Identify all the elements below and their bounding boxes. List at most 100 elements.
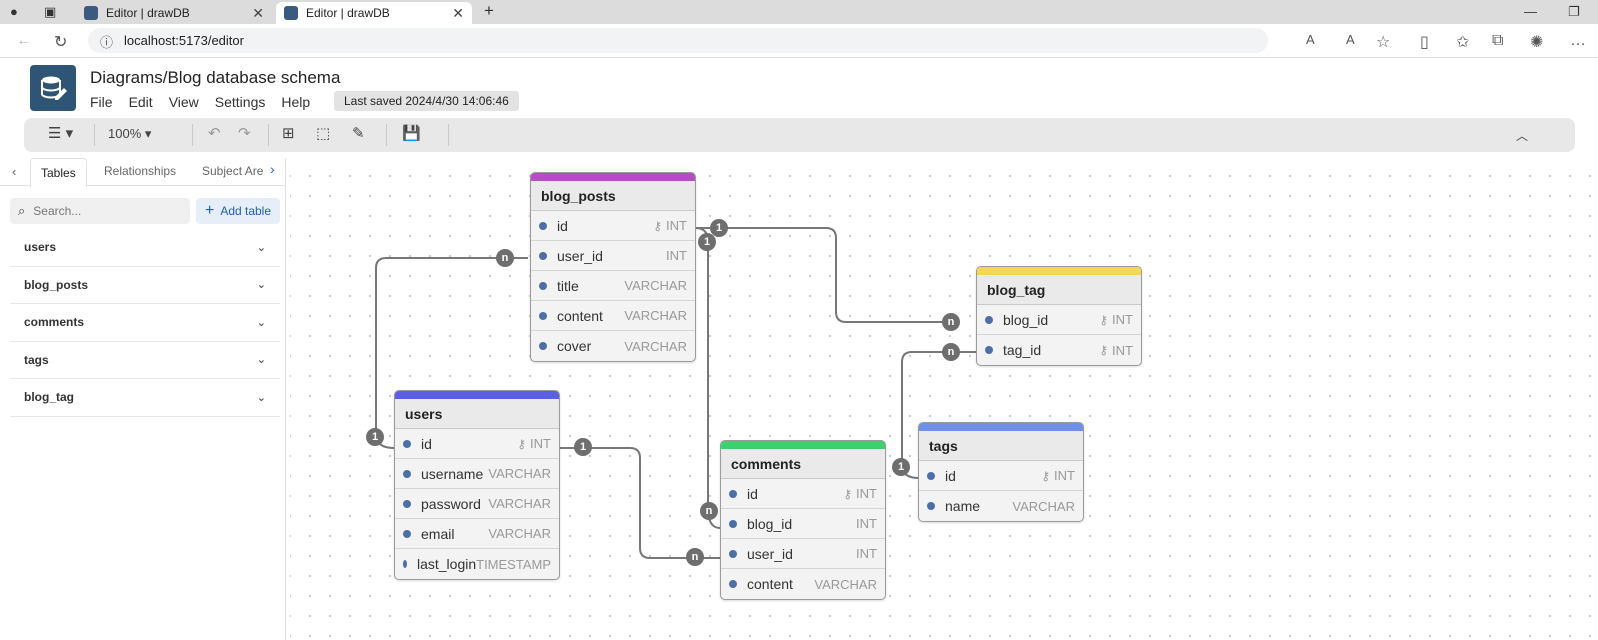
add-note-icon[interactable]: ✎ bbox=[352, 125, 365, 142]
field-handle[interactable] bbox=[403, 529, 411, 538]
search-input[interactable] bbox=[33, 204, 174, 218]
field-handle[interactable] bbox=[927, 471, 935, 480]
profile-icon[interactable]: ● bbox=[10, 4, 18, 19]
field-handle[interactable] bbox=[403, 499, 411, 508]
table-list-item[interactable]: blog_posts⌄ bbox=[10, 267, 280, 304]
refresh-icon[interactable]: ↻ bbox=[54, 34, 68, 51]
chevron-down-icon[interactable]: ⌄ bbox=[256, 316, 266, 329]
collapse-toolbar-icon[interactable]: ︿ bbox=[1516, 129, 1529, 143]
table-field[interactable]: id⚷INT bbox=[531, 211, 695, 241]
menu-file[interactable]: File bbox=[90, 94, 113, 110]
add-area-icon[interactable]: ⬚ bbox=[316, 125, 331, 142]
more-menu-icon[interactable]: … bbox=[1570, 32, 1586, 49]
field-handle[interactable] bbox=[729, 489, 737, 498]
table-search[interactable]: ⌕ bbox=[10, 198, 190, 224]
table-name[interactable]: tags bbox=[919, 431, 1083, 461]
field-handle[interactable] bbox=[539, 221, 547, 230]
close-tab-icon[interactable]: ✕ bbox=[452, 5, 464, 21]
info-icon[interactable]: ⓘ bbox=[100, 35, 114, 50]
collections-icon[interactable]: ⧉ bbox=[1492, 32, 1504, 49]
table-field[interactable]: blog_id⚷INT bbox=[977, 305, 1141, 335]
tab-subject-areas[interactable]: Subject Are bbox=[202, 164, 264, 178]
table-list-item[interactable]: tags⌄ bbox=[10, 342, 280, 379]
field-handle[interactable] bbox=[403, 439, 411, 448]
table-list-item[interactable]: users⌄ bbox=[10, 229, 280, 267]
table-name[interactable]: blog_posts bbox=[531, 181, 695, 211]
minimize-icon[interactable]: — bbox=[1524, 4, 1537, 19]
field-handle[interactable] bbox=[539, 281, 547, 290]
table-field[interactable]: tag_id⚷INT bbox=[977, 335, 1141, 365]
table-name[interactable]: users bbox=[395, 399, 559, 429]
table-blog-tag[interactable]: blog_tag blog_id⚷INT tag_id⚷INT bbox=[976, 266, 1142, 366]
favorites-icon[interactable]: ✩ bbox=[1456, 34, 1470, 51]
url-field[interactable]: ⓘ localhost:5173/editor bbox=[88, 28, 1268, 53]
menu-edit[interactable]: Edit bbox=[128, 94, 153, 110]
table-name[interactable]: blog_tag bbox=[977, 275, 1141, 305]
text-size-icon[interactable]: A bbox=[1346, 32, 1355, 47]
menu-help[interactable]: Help bbox=[281, 94, 311, 110]
back-icon[interactable]: ← bbox=[16, 32, 32, 49]
field-handle[interactable] bbox=[729, 580, 737, 588]
table-list-item[interactable]: blog_tag⌄ bbox=[10, 379, 280, 417]
redo-icon[interactable]: ↷ bbox=[238, 125, 251, 142]
drawdb-logo[interactable] bbox=[30, 65, 76, 111]
field-handle[interactable] bbox=[539, 251, 547, 260]
favorite-star-icon[interactable]: ☆ bbox=[1376, 34, 1391, 51]
chevron-down-icon[interactable]: ⌄ bbox=[256, 279, 266, 292]
tab-relationships[interactable]: Relationships bbox=[104, 164, 177, 178]
tabs-scroll-right-icon[interactable]: › bbox=[270, 161, 275, 177]
table-list-item[interactable]: comments⌄ bbox=[10, 304, 280, 342]
table-field[interactable]: id⚷INT bbox=[395, 429, 559, 459]
field-handle[interactable] bbox=[539, 311, 547, 320]
extensions-icon[interactable]: ✺ bbox=[1530, 34, 1544, 51]
browser-tab-active[interactable]: Editor | drawDB ✕ bbox=[276, 2, 472, 24]
tabs-scroll-left-icon[interactable]: ‹ bbox=[12, 164, 17, 179]
chevron-down-icon[interactable]: ⌄ bbox=[256, 391, 266, 404]
field-handle[interactable] bbox=[729, 549, 737, 558]
field-handle[interactable] bbox=[985, 346, 993, 354]
chevron-down-icon[interactable]: ⌄ bbox=[256, 241, 266, 254]
close-tab-icon[interactable]: ✕ bbox=[252, 5, 264, 21]
field-handle[interactable] bbox=[403, 469, 411, 478]
new-tab-icon[interactable]: + bbox=[484, 1, 494, 20]
zoom-select[interactable]: 100% ▾ bbox=[108, 126, 152, 141]
table-field[interactable]: id⚷INT bbox=[721, 479, 885, 509]
add-table-button[interactable]: + Add table bbox=[196, 198, 280, 224]
undo-icon[interactable]: ↶ bbox=[208, 125, 221, 142]
restore-icon[interactable]: ❐ bbox=[1568, 4, 1580, 19]
split-screen-icon[interactable]: ▯ bbox=[1420, 34, 1429, 51]
tab-actions-icon[interactable]: ▣ bbox=[44, 4, 57, 19]
field-handle[interactable] bbox=[927, 502, 935, 510]
browser-tab[interactable]: Editor | drawDB ✕ bbox=[76, 2, 272, 24]
add-table-icon[interactable]: ⊞ bbox=[282, 125, 295, 142]
field-handle[interactable] bbox=[729, 519, 737, 528]
menu-settings[interactable]: Settings bbox=[214, 94, 266, 110]
menu-view[interactable]: View bbox=[168, 94, 199, 110]
tab-tables[interactable]: Tables bbox=[30, 158, 87, 187]
table-name[interactable]: comments bbox=[721, 449, 885, 479]
field-handle[interactable] bbox=[403, 560, 407, 568]
field-handle[interactable] bbox=[539, 342, 547, 350]
layout-menu-icon[interactable]: ☰ ▾ bbox=[48, 125, 74, 142]
chevron-down-icon[interactable]: ⌄ bbox=[256, 354, 266, 367]
diagram-title[interactable]: Diagrams/Blog database schema bbox=[90, 68, 341, 87]
table-field[interactable]: id⚷INT bbox=[919, 461, 1083, 491]
save-icon[interactable]: 💾 bbox=[402, 125, 421, 142]
read-aloud-icon[interactable]: A bbox=[1306, 32, 1315, 47]
